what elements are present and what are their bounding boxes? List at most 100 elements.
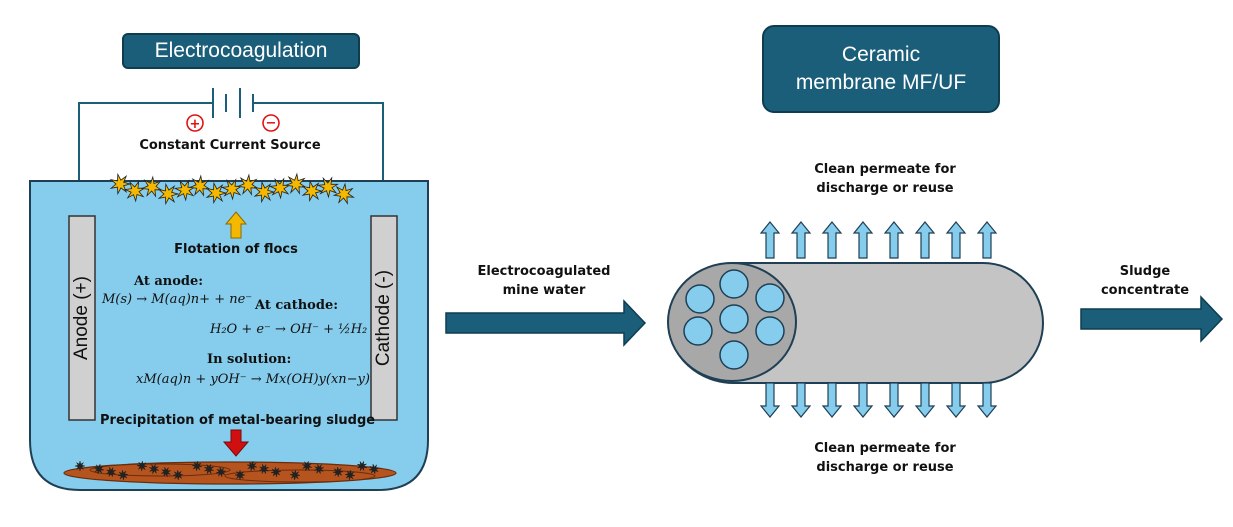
svg-text:+: + [190,117,201,132]
sludge-particle [161,467,171,477]
permeate-top-label: Clean permeate for discharge or reuse [795,160,975,198]
permeate-arrow-down-icon [790,382,812,418]
floc-particle [205,181,228,205]
floc-particle [236,173,259,196]
feed-label: Electrocoagulated mine water [464,262,624,300]
floc-particle [157,182,180,206]
cathode-electrode [370,215,398,421]
svg-text:−: − [266,116,277,131]
power-source-label: Constant Current Source [139,138,321,153]
permeate-arrow-down-icon [976,382,998,418]
floc-particle [253,180,276,204]
feed-arrow-icon [445,299,647,347]
floc-particle [109,172,132,196]
membrane-channel [683,316,713,346]
sludge-particle [192,461,202,471]
precipitation-arrow-icon [222,429,250,457]
sludge-label-line2: concentrate [1100,283,1190,298]
membrane-title-line1: Ceramic [841,43,921,66]
floc-particle [284,172,307,195]
permeate-arrow-up-icon [976,221,998,259]
sludge-particle [93,463,105,475]
anode-heading: At anode: [134,274,204,289]
sludge-particle [302,461,312,471]
membrane-channel [685,284,715,314]
permeate-arrow-up-icon [759,221,781,259]
membrane-title-line2: membrane MF/UF [795,71,967,94]
electrocoagulation-tank [29,180,429,491]
sludge-particle [246,460,258,472]
membrane-channel [755,316,785,346]
permeate-arrow-down-icon [759,382,781,418]
solution-equation: xM(aq)n + yOH⁻ → Mx(OH)y(xn−y) [136,372,370,387]
permeate-arrow-down-icon [821,382,843,418]
membrane-channels [683,269,785,370]
permeate-arrow-up-icon [852,221,874,259]
sludge-particle [314,464,324,474]
sludge-particle [118,470,128,480]
permeate-arrow-down-icon [883,382,905,418]
permeate-bottom-line1: Clean permeate for [814,441,956,456]
sludge-particle [357,461,367,471]
sludge-particle [368,463,380,475]
membrane-channel [719,340,749,370]
sludge-particle [270,466,282,478]
feed-label-line1: Electrocoagulated [477,264,611,279]
sludge-particle [172,469,184,481]
membrane-channel [719,269,749,299]
membrane-channel [719,304,749,334]
permeate-top-line2: discharge or reuse [816,181,954,196]
sludge-particle [136,460,148,472]
precipitation-label: Precipitation of metal-bearing sludge [100,413,376,428]
floc-particle [316,176,340,199]
permeate-bottom-line2: discharge or reuse [816,460,954,475]
feed-label-line2: mine water [502,283,586,298]
sludge-arrow-icon [1080,295,1224,343]
floc-particle [220,178,244,201]
floc-particle [301,179,324,203]
sludge-particle [74,460,86,472]
permeate-top-line1: Clean permeate for [814,162,956,177]
sludge-concentrate-label: Sludge concentrate [1090,262,1200,300]
floc-particle [173,179,197,202]
floating-flocs [109,172,355,206]
sludge-particle [106,467,116,477]
electrocoagulation-title: Electrocoagulation [122,33,360,69]
sludge-label-line1: Sludge [1119,264,1171,279]
membrane-title: Ceramic membrane MF/UF [762,25,1000,113]
flotation-label: Flotation of flocs [174,242,298,257]
sludge-particle [149,464,159,474]
battery-icon [212,88,254,118]
sludge-particle [332,466,344,478]
sludge-particle [204,464,214,474]
cathode-heading: At cathode: [255,298,339,313]
permeate-arrow-up-icon [945,221,967,259]
permeate-arrow-down-icon [945,382,967,418]
permeate-arrow-up-icon [821,221,843,259]
membrane-channel [755,283,785,313]
sludge-particle [259,464,269,474]
permeate-bottom-label: Clean permeate for discharge or reuse [795,439,975,477]
sludge-particle [215,466,227,478]
sludge-particles [74,460,380,481]
permeate-arrow-up-icon [883,221,905,259]
permeate-arrow-up-icon [790,221,812,259]
permeate-arrows-bottom [759,382,998,418]
floc-particle [268,177,292,200]
cathode-equation: H₂O + e⁻ → OH⁻ + ½H₂ [210,322,368,337]
sludge-particle [289,469,301,481]
permeate-arrows-top [759,221,998,259]
floc-particle [140,175,163,198]
sludge-particle [234,469,246,481]
permeate-arrow-down-icon [914,382,936,418]
sludge-particle [345,470,355,480]
solution-heading: In solution: [207,352,292,367]
permeate-arrow-down-icon [852,382,874,418]
floc-particle [188,174,211,197]
flotation-arrow-icon [224,211,248,239]
floc-particle [332,182,355,205]
permeate-arrow-up-icon [914,221,936,259]
minus-icon: − [262,114,280,132]
anode-equation: M(s) → M(aq)n+ + ne⁻ [102,292,253,307]
